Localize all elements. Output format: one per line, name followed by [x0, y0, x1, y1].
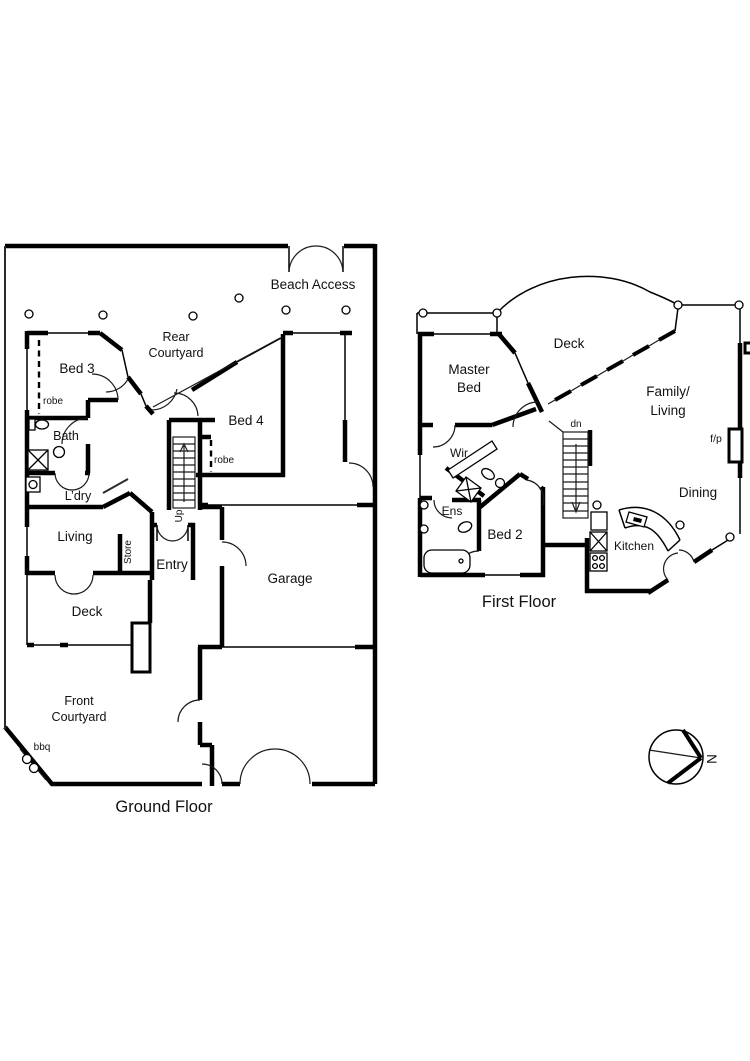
first-floor-plan: Deck Master Bed Family/ Living dn f/p Wi…	[416, 275, 750, 611]
label-kitchen: Kitchen	[614, 539, 654, 553]
stairs-up	[172, 436, 196, 509]
first-floor-walls	[416, 275, 750, 595]
label-deck-ground: Deck	[72, 604, 103, 619]
label-bath: Bath	[53, 429, 79, 443]
label-robe-bed4: robe	[214, 455, 234, 466]
island-bench	[618, 506, 681, 552]
label-entry: Entry	[156, 557, 188, 572]
label-deck-first: Deck	[554, 336, 585, 351]
ground-floor-fixtures	[19, 418, 66, 781]
basin	[457, 521, 473, 533]
label-store: Store	[123, 540, 134, 564]
label-robe-bed3: robe	[43, 396, 63, 407]
label-dining: Dining	[679, 485, 717, 500]
label-fp: f/p	[710, 433, 722, 445]
label-dn: dn	[570, 419, 581, 430]
label-wir: Wir	[450, 446, 468, 460]
toilet	[481, 467, 495, 481]
label-bed4: Bed 4	[228, 413, 264, 428]
label-living: Living	[57, 529, 92, 544]
fridge	[590, 511, 608, 531]
label-ens: Ens	[442, 504, 463, 518]
bathtub	[423, 549, 471, 574]
label-ldry: L’dry	[65, 489, 92, 503]
first-floor-labels: Deck Master Bed Family/ Living dn f/p Wi…	[442, 336, 722, 611]
fireplace	[727, 427, 744, 464]
north-arrow-icon: N	[648, 728, 719, 785]
laundry-trough	[25, 476, 41, 493]
wardrobe-shelf	[447, 440, 498, 479]
label-master-bed-2: Bed	[457, 380, 481, 395]
first-floor-posts	[418, 300, 744, 542]
chimney	[130, 621, 152, 674]
label-up: Up	[174, 509, 185, 522]
ensuite-fixtures	[419, 440, 506, 574]
label-rear-courtyard-1: Rear	[162, 330, 189, 344]
bbq-burner	[21, 753, 33, 765]
caption-ground-floor: Ground Floor	[115, 798, 213, 816]
caption-first-floor: First Floor	[482, 593, 557, 611]
cooktop	[589, 552, 608, 572]
label-family-living-2: Living	[650, 403, 685, 418]
label-front-courtyard-2: Courtyard	[52, 710, 107, 724]
label-bed3: Bed 3	[59, 361, 94, 376]
label-north: N	[704, 754, 719, 764]
bbq-burner	[28, 762, 40, 774]
label-family-living-1: Family/	[646, 384, 690, 399]
label-beach-access: Beach Access	[271, 277, 356, 292]
label-front-courtyard-1: Front	[64, 694, 94, 708]
label-garage: Garage	[267, 571, 312, 586]
toilet	[28, 418, 36, 431]
ground-floor-plan: Beach Access Rear Courtyard Bed 3 robe B…	[3, 243, 378, 816]
basin	[52, 445, 66, 459]
ground-floor-door-arcs	[54, 245, 374, 785]
label-bbq: bbq	[34, 742, 51, 753]
label-rear-courtyard-2: Courtyard	[149, 346, 204, 360]
stairs-down	[548, 420, 589, 519]
kitchen-fittings	[589, 506, 681, 572]
label-bed2: Bed 2	[487, 527, 522, 542]
ground-floor-walls	[3, 243, 378, 787]
ground-floor-labels: Beach Access Rear Courtyard Bed 3 robe B…	[34, 277, 356, 816]
label-master-bed-1: Master	[448, 362, 490, 377]
courtyard-posts	[24, 293, 351, 321]
